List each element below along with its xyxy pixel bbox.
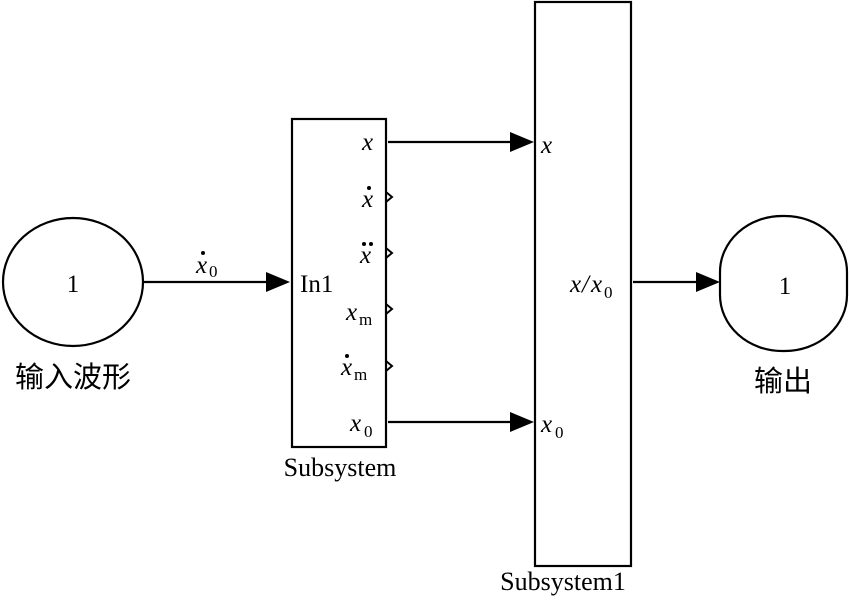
signal-label-base: x [195,252,207,279]
subsystem-out-xmdot: x m [340,354,394,384]
arrowhead-icon [696,272,720,292]
port-label-denominator: x [590,271,602,298]
port-label-base: x [359,242,371,269]
outport-shape[interactable] [718,214,849,353]
outport-block[interactable]: 1 [718,214,849,353]
port-label-base: x [340,354,352,381]
derivative-dot-icon [345,354,349,358]
port-label-numerator: x [569,271,581,298]
subsystem-out-xddot: x [359,242,394,269]
port-chevron-icon[interactable] [385,360,394,372]
subsystem1-shape[interactable] [533,0,633,568]
port-label-base: x [540,411,552,438]
port-chevron-icon[interactable] [385,247,394,259]
port-label-base: x [361,186,373,213]
port-label-sub: 0 [555,423,564,442]
port-label-sub: m [354,365,367,384]
inport-caption: 输入波形 [15,360,131,394]
derivative-dot-icon [362,242,366,246]
subsystem1-in-x: x [540,132,552,159]
inport-value: 1 [67,271,80,298]
signal-label-sub: 0 [209,262,218,281]
derivative-dot-icon [369,242,373,246]
subsystem1-block[interactable]: x x 0 x / x 0 [533,0,633,568]
subsystem-block[interactable]: In1 x x x x m x m x 0 [290,117,394,449]
subsystem-input-port-label: In1 [300,271,333,298]
subsystem-out-x0: x 0 [349,410,373,441]
port-label-base: x [349,410,361,437]
signal-x0[interactable] [388,412,534,432]
port-label-sub: 0 [364,422,373,441]
subsystem-shape[interactable] [290,117,388,449]
subsystem-out-xm: x m [345,299,394,329]
arrowhead-icon [510,412,534,432]
port-label-base: x [540,132,552,159]
signal-input-to-subsystem[interactable] [143,272,290,292]
derivative-dot-icon [367,186,371,190]
outport-caption: 输出 [754,364,812,398]
subsystem-out-x: x [361,129,373,156]
port-label-sub: 0 [604,283,613,302]
port-label-slash: / [580,271,591,298]
arrowhead-icon [266,272,290,292]
subsystem1-out-ratio: x / x 0 [569,271,613,302]
derivative-dot-icon [201,251,205,255]
port-label-base: x [345,299,357,326]
port-label-base: x [361,129,373,156]
port-chevron-icon[interactable] [385,303,394,315]
port-label-sub: m [359,310,372,329]
arrowhead-icon [510,132,534,152]
port-chevron-icon[interactable] [385,191,394,203]
subsystem-caption: Subsystem [284,453,397,482]
signal-ratio-to-output[interactable] [633,272,720,292]
signal-label-x0dot: x 0 [195,251,218,281]
inport-block[interactable]: 1 [1,216,145,348]
subsystem1-caption: Subsystem1 [500,567,626,596]
subsystem-out-xdot: x [361,186,394,213]
outport-value: 1 [779,273,792,300]
signal-x[interactable] [388,132,534,152]
subsystem1-in-x0: x 0 [540,411,564,442]
